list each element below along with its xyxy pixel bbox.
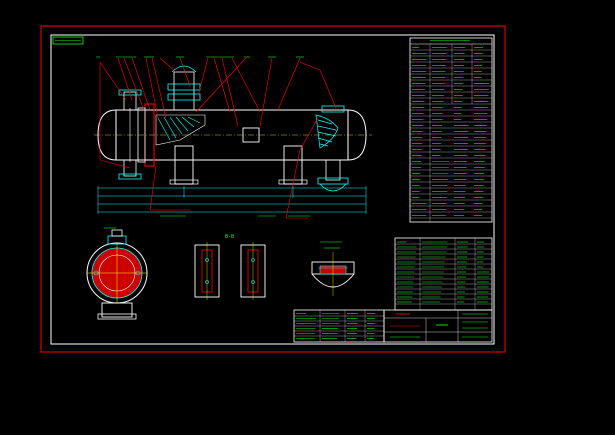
section-b-label: B-B [225, 234, 234, 240]
top-nozzle-center [173, 71, 195, 111]
inner-frame [50, 34, 495, 345]
detail-view [311, 241, 355, 296]
tube-sheet-hatch [155, 114, 206, 146]
saddle-support-left [174, 145, 194, 185]
vessel-elevation [94, 65, 372, 192]
saddle-support-right [283, 145, 303, 185]
parts-list [394, 237, 493, 311]
spec-table [409, 37, 493, 223]
dimension-lines [97, 186, 367, 214]
section-a-base [101, 302, 133, 318]
drawing-tag [52, 36, 84, 45]
part-number-labels [96, 56, 310, 217]
bottom-nozzle-right [325, 159, 341, 181]
right-head-hatch [315, 114, 339, 149]
section-b-view: B-B [194, 234, 266, 300]
section-a-view [86, 227, 148, 320]
top-nozzle-right [321, 105, 345, 113]
bottom-nozzle-left [123, 159, 137, 177]
title-block [383, 309, 493, 343]
top-nozzle-left [123, 91, 137, 111]
nozzle-table [293, 309, 385, 343]
outer-border [40, 25, 506, 353]
leader-lines [99, 57, 337, 219]
